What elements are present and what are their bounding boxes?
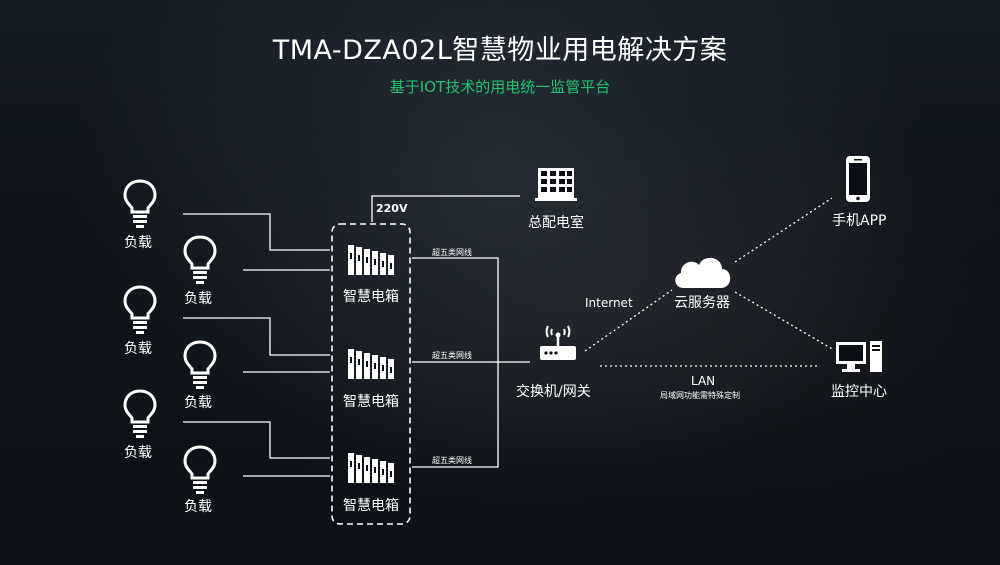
load-label: 负载	[124, 341, 152, 357]
smart-box-label: 智慧电箱	[343, 289, 399, 305]
switch-label: 交换机/网关	[516, 384, 591, 400]
wire-load-5	[183, 421, 330, 459]
load-label: 负载	[184, 395, 212, 411]
wire-load-1	[183, 213, 330, 251]
cable-label: 超五类网线	[432, 351, 472, 360]
page-title: TMA-DZA02L智慧物业用电解决方案	[272, 35, 728, 66]
lan-note: 局域网功能需特殊定制	[660, 391, 740, 400]
smart-box-group-frame	[331, 223, 411, 525]
page-subtitle: 基于IOT技术的用电统一监管平台	[389, 78, 611, 96]
load-label: 负载	[124, 235, 152, 251]
wire-220v	[371, 195, 520, 222]
link-cloud-monitor	[734, 291, 835, 351]
wire-load-3	[183, 317, 330, 356]
smart-box-label: 智慧电箱	[343, 498, 399, 514]
link-cloud-mobile	[734, 197, 833, 263]
mobile-app-label: 手机APP	[832, 213, 887, 229]
load-label: 负载	[184, 499, 212, 515]
internet-label: Internet	[585, 296, 633, 310]
cloud-server-label: 云服务器	[674, 295, 730, 311]
cable-label: 超五类网线	[432, 456, 472, 465]
cable-label: 超五类网线	[432, 248, 472, 257]
lan-label: LAN	[691, 374, 716, 388]
monitor-center-label: 监控中心	[831, 384, 887, 400]
smart-box-label: 智慧电箱	[343, 394, 399, 410]
voltage-label: 220V	[376, 202, 408, 215]
load-label: 负载	[124, 445, 152, 461]
load-label: 负载	[184, 291, 212, 307]
distribution-room-label: 总配电室	[528, 215, 584, 231]
